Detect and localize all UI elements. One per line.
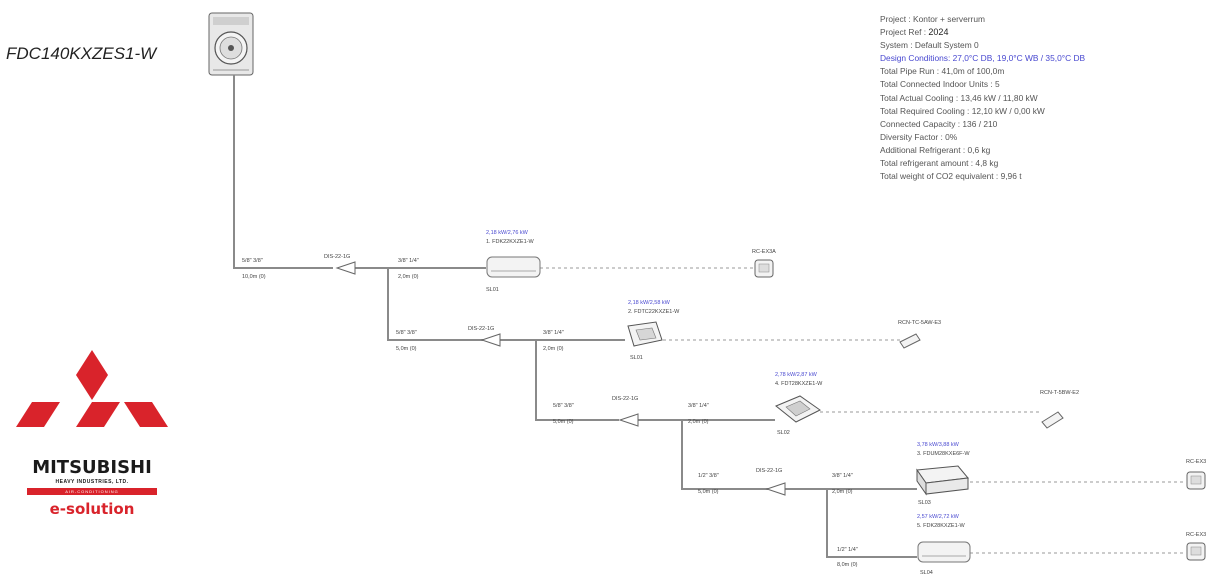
pipe-size-label: 3/8" 1/4" bbox=[688, 403, 709, 409]
project-ref-value: 2024 bbox=[928, 27, 949, 38]
unit-model: 3. FDUM28KXE6F-W bbox=[917, 451, 970, 457]
pipe-size-label: 3/8" 1/4" bbox=[832, 473, 853, 479]
total-actual-cooling: Total Actual Cooling : 13,46 kW / 11,80 … bbox=[880, 92, 1038, 103]
indoor-unit-4[interactable]: 3,78 kW/3,88 kW 3. FDUM28KXE6F-W SL03 bbox=[916, 442, 970, 506]
unit-capacity: 2,18 kW/2,58 kW bbox=[628, 300, 671, 306]
refrigerant-piping bbox=[233, 75, 917, 558]
pipe-size-label: 3/8" 1/4" bbox=[398, 258, 419, 264]
logo-band: AIR-CONDITIONING bbox=[27, 488, 157, 495]
indoor-unit-5[interactable]: 2,57 kW/2,72 kW 5. FDK28KXZE1-W SL04 bbox=[917, 514, 971, 576]
pipe-length-label: 2,0m (0) bbox=[543, 346, 564, 352]
design-conditions[interactable]: Design Conditions: 27,0°C DB, 19,0°C WB … bbox=[880, 53, 1086, 64]
indoor-unit-2[interactable]: 2,18 kW/2,58 kW 2. FDTC22KXZE1-W SL01 bbox=[627, 300, 680, 361]
controller-1[interactable]: RC-EX3A bbox=[752, 249, 776, 278]
connected-capacity: Connected Capacity : 136 / 210 bbox=[880, 118, 998, 129]
company-logo: MITSUBISHI HEAVY INDUSTRIES, LTD. AIR-CO… bbox=[17, 350, 167, 540]
cassette-unit-icon bbox=[775, 395, 821, 423]
pipe-length-label: 8,0m (0) bbox=[837, 562, 858, 568]
cassette-unit-icon bbox=[627, 321, 663, 347]
pipe-size-label: 5/8" 3/8" bbox=[242, 258, 263, 264]
ducted-unit-icon bbox=[916, 465, 969, 496]
logo-subtitle: HEAVY INDUSTRIES, LTD. bbox=[55, 479, 129, 485]
remote-controller-icon bbox=[1186, 542, 1206, 561]
branch-label: DIS-22-1G bbox=[612, 396, 638, 402]
outdoor-unit-icon[interactable] bbox=[208, 12, 254, 76]
pipe-labels: 5/8" 3/8" 10,0m (0) 3/8" 1/4" 2,0m (0) 5… bbox=[242, 258, 858, 568]
logo-band-text: AIR-CONDITIONING bbox=[65, 489, 119, 494]
branch-label: DIS-22-1G bbox=[324, 254, 350, 260]
remote-controller-icon bbox=[754, 259, 774, 278]
pipe-length-label: 5,0m (0) bbox=[396, 346, 417, 352]
unit-capacity: 2,18 kW/2,76 kW bbox=[486, 230, 529, 236]
pipe-size-label: 5/8" 3/8" bbox=[396, 330, 417, 336]
project-ref: Project Ref : 2024 bbox=[880, 26, 1085, 39]
total-required-cooling: Total Required Cooling : 12,10 kW / 0,00… bbox=[880, 105, 1045, 116]
unit-tag: SL01 bbox=[630, 355, 643, 361]
controller-3[interactable]: RCN-T-5BW-E2 bbox=[1040, 390, 1079, 429]
unit-tag: SL04 bbox=[920, 570, 933, 576]
control-wiring bbox=[540, 267, 1185, 554]
controller-label: RCN-T-5BW-E2 bbox=[1040, 390, 1079, 396]
controller-5[interactable]: RC-EX3 bbox=[1186, 532, 1206, 561]
indoor-unit-1[interactable]: 2,18 kW/2,76 kW 1. FDK22KXZE1-W SL01 bbox=[486, 230, 541, 293]
controller-label: RC-EX3A bbox=[752, 249, 776, 255]
pipe-length-label: 2,0m (0) bbox=[832, 489, 853, 495]
project-info-panel: Project : Kontor + serverrum Project Ref… bbox=[880, 13, 1085, 183]
pipe-size-label: 3/8" 1/4" bbox=[543, 330, 564, 336]
wall-unit-icon bbox=[486, 256, 541, 278]
wall-unit-icon bbox=[917, 541, 971, 563]
diversity-factor: Diversity Factor : 0% bbox=[880, 131, 958, 142]
pipe-length-label: 10,0m (0) bbox=[242, 274, 266, 280]
project-ref-label: Project Ref : bbox=[880, 27, 927, 38]
indoor-unit-3[interactable]: 2,78 kW/2,87 kW 4. FDT28KXZE1-W SL02 bbox=[775, 372, 823, 436]
pipe-length-label: 5,0m (0) bbox=[698, 489, 719, 495]
logo-brand: MITSUBISHI bbox=[32, 457, 152, 478]
mitsubishi-logo-icon bbox=[16, 350, 168, 427]
branch-label: DIS-22-1G bbox=[756, 468, 782, 474]
system-name: System : Default System 0 bbox=[880, 40, 979, 51]
remote-controller-icon bbox=[1186, 471, 1206, 490]
project-name: Project : Kontor + serverrum bbox=[880, 14, 985, 24]
branch-labels: DIS-22-1G DIS-22-1G DIS-22-1G DIS-22-1G bbox=[324, 254, 782, 474]
controller-label: RC-EX3 bbox=[1186, 459, 1206, 465]
pipe-length-label: 2,0m (0) bbox=[398, 274, 419, 280]
unit-tag: SL01 bbox=[486, 287, 499, 293]
wireless-remote-icon bbox=[899, 333, 921, 349]
branch-label: DIS-22-1G bbox=[468, 326, 494, 332]
unit-tag: SL02 bbox=[777, 430, 790, 436]
branch-joint-icon bbox=[335, 261, 786, 496]
unit-capacity: 3,78 kW/3,88 kW bbox=[917, 442, 960, 448]
additional-refrigerant: Additional Refrigerant : 0,6 kg bbox=[880, 144, 991, 155]
pipe-length-label: 2,0m (0) bbox=[688, 419, 709, 425]
pipe-length-label: 5,0m (0) bbox=[553, 419, 574, 425]
pipe-size-label: 1/2" 1/4" bbox=[837, 547, 858, 553]
unit-model: 1. FDK22KXZE1-W bbox=[486, 239, 534, 245]
pipe-size-label: 1/2" 3/8" bbox=[698, 473, 719, 479]
co2-equivalent: Total weight of CO2 equivalent : 9,96 t bbox=[880, 171, 1022, 182]
unit-model: 2. FDTC22KXZE1-W bbox=[628, 309, 680, 315]
outdoor-unit-model: FDC140KXZES1-W bbox=[6, 44, 157, 63]
unit-capacity: 2,78 kW/2,87 kW bbox=[775, 372, 818, 378]
logo-esolution: e-solution bbox=[49, 500, 135, 518]
pipe-size-label: 5/8" 3/8" bbox=[553, 403, 574, 409]
controller-label: RCN-TC-5AW-E3 bbox=[898, 320, 941, 326]
total-pipe-run: Total Pipe Run : 41,0m of 100,0m bbox=[880, 66, 1005, 77]
unit-capacity: 2,57 kW/2,72 kW bbox=[917, 514, 960, 520]
controller-label: RC-EX3 bbox=[1186, 532, 1206, 538]
unit-tag: SL03 bbox=[918, 500, 931, 506]
controller-4[interactable]: RC-EX3 bbox=[1186, 459, 1206, 490]
wireless-remote-icon bbox=[1041, 411, 1064, 429]
total-refrigerant: Total refrigerant amount : 4,8 kg bbox=[880, 158, 999, 169]
unit-model: 5. FDK28KXZE1-W bbox=[917, 523, 965, 529]
unit-model: 4. FDT28KXZE1-W bbox=[775, 381, 823, 387]
controller-2[interactable]: RCN-TC-5AW-E3 bbox=[898, 320, 941, 349]
total-indoor-units: Total Connected Indoor Units : 5 bbox=[880, 79, 1000, 90]
